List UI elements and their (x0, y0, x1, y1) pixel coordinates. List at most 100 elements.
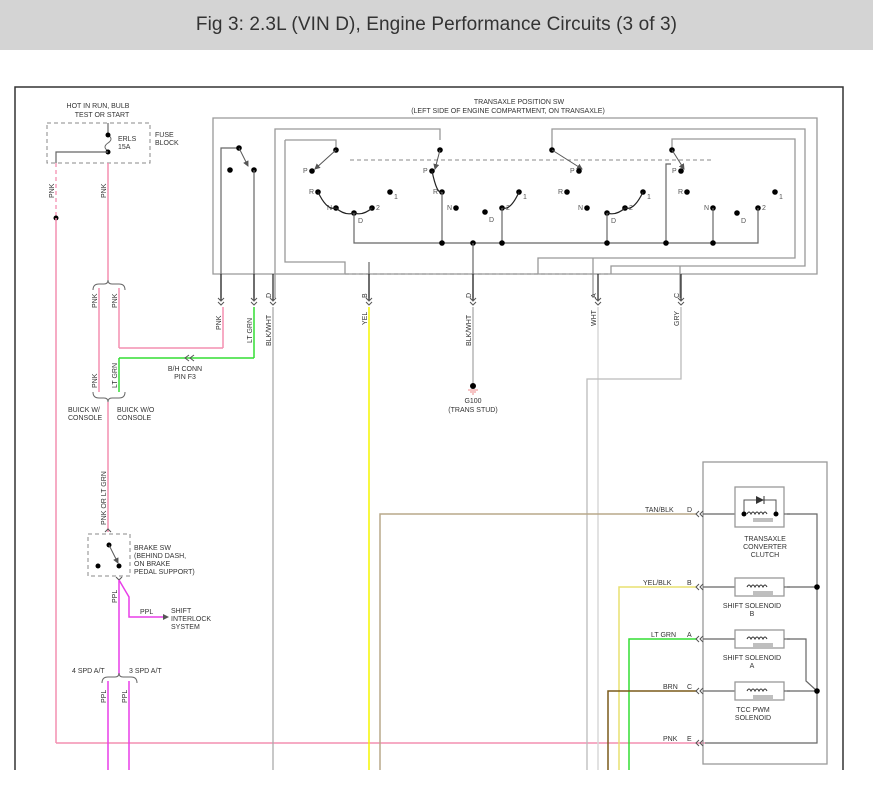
position-label-p: P (423, 168, 428, 175)
diode-icon (756, 496, 764, 504)
contact-1 (387, 189, 393, 195)
position-label-d: D (489, 217, 494, 224)
pin-label-d-left: D (266, 293, 273, 298)
sol-pin-e: E (687, 736, 692, 743)
contact-link (317, 191, 337, 210)
wire-label-lt-grn-2: LT GRN (112, 363, 119, 388)
position-label-n: N (327, 205, 332, 212)
spd4-label: 4 SPD A/T (72, 668, 105, 675)
contact-d (734, 210, 740, 216)
buick-w-console-2: CONSOLE (68, 415, 103, 422)
connector-icon (677, 297, 685, 306)
position-label-d: D (358, 218, 363, 225)
position-label-1: 1 (394, 194, 398, 201)
solenoid-3 (695, 629, 790, 649)
tcc-pwm-label-2: SOLENOID (735, 715, 771, 722)
switch-arm (314, 149, 337, 170)
contact-p (576, 168, 582, 174)
transaxle-position-switch: TRANSAXLE POSITION SW (LEFT SIDE OF ENGI… (212, 99, 818, 298)
shift-a-label-1: SHIFT SOLENOID (723, 655, 781, 662)
transaxle-sw-subtitle: (LEFT SIDE OF ENGINE COMPARTMENT, ON TRA… (411, 108, 605, 115)
coil-icon (746, 688, 768, 693)
shift-b-label-2: B (750, 611, 755, 618)
position-label-r: R (678, 189, 683, 196)
connector-icon (469, 297, 477, 306)
wire-label-pnk-2: PNK (101, 183, 108, 198)
transaxle-sw-outline (212, 117, 818, 275)
pin-label-b: B (362, 293, 369, 298)
brake-sw-label-4: PEDAL SUPPORT) (134, 569, 195, 576)
bh-conn-label-1: B/H CONN (168, 366, 202, 373)
junction-dot (499, 240, 505, 246)
connector-icon (594, 297, 602, 306)
position-label-r: R (433, 189, 438, 196)
p-return (665, 163, 671, 243)
contact-link (606, 207, 626, 215)
wire-label-pnk-sol: PNK (663, 736, 678, 743)
common-bus (353, 208, 759, 244)
brn-wire (607, 690, 697, 770)
position-label-d: D (611, 218, 616, 225)
fuse-block-label-1: FUSE (155, 132, 174, 139)
lt-grn-sol-wire (628, 638, 697, 770)
contact-link (431, 170, 443, 193)
fuse-rating: 15A (118, 144, 131, 151)
connector-icon (695, 510, 704, 518)
shift-interlock-1: SHIFT (171, 608, 192, 615)
brake-sw-label-3: ON BRAKE (134, 561, 171, 568)
bh-conn-label-2: PIN F3 (174, 374, 196, 381)
contact-link (501, 191, 520, 210)
pin-label-d-mid: D (466, 293, 473, 298)
contact-1 (772, 189, 778, 195)
fuse-block-outline (46, 122, 151, 164)
wire-label-blk-wht-1: BLK/WHT (266, 314, 273, 346)
position-label-2: 2 (629, 205, 633, 212)
junction-dot (710, 240, 716, 246)
sol-pin-b: B (687, 580, 692, 587)
position-label-r: R (558, 189, 563, 196)
connector-icon (250, 297, 258, 306)
wire-label-ppl-4: PPL (122, 690, 129, 703)
fuse-heading-2: TEST OR START (75, 112, 130, 119)
wire-label-pnk-5: PNK (92, 373, 99, 388)
figure-title: Fig 3: 2.3L (VIN D), Engine Performance … (195, 14, 678, 35)
pin-label-c: C (674, 293, 681, 298)
wire-label-ppl-1: PPL (140, 609, 153, 616)
fuse-block-label-2: BLOCK (155, 140, 179, 147)
contact-n (453, 205, 459, 211)
connector-icon (695, 583, 704, 591)
switch-connectors (217, 274, 685, 306)
contact-p (678, 168, 684, 174)
split-brace-bottom (92, 391, 126, 403)
solenoid-1 (695, 486, 790, 528)
wire-label-lt-grn-1: LT GRN (247, 318, 254, 343)
connector-icon (365, 297, 373, 306)
wire-label-brn: BRN (663, 684, 678, 691)
shift-a-label-2: A (750, 663, 755, 670)
fuse-heading-1: HOT IN RUN, BULB (67, 103, 130, 110)
solenoid-2 (695, 577, 790, 597)
wire-label-blk-wht-2: BLK/WHT (466, 314, 473, 346)
shift-b-label-1: SHIFT SOLENOID (723, 603, 781, 610)
bh-connector-icon (184, 354, 195, 362)
coil-icon (746, 584, 768, 589)
wire-label-pnk-6: PNK (216, 315, 223, 330)
contact-link (335, 207, 355, 215)
sol-pin-a: A (687, 632, 692, 639)
solenoids (695, 486, 790, 747)
contact-d (482, 209, 488, 215)
wire-label-pnk-3: PNK (92, 293, 99, 308)
tcc-label-1: TRANSAXLE (744, 536, 786, 543)
position-label-2: 2 (506, 205, 510, 212)
wire-label-lt-grn-sol: LT GRN (651, 632, 676, 639)
position-label-2: 2 (376, 205, 380, 212)
junction-dot (663, 240, 669, 246)
position-label-n: N (704, 205, 709, 212)
position-label-p: P (672, 168, 677, 175)
position-label-d: D (741, 218, 746, 225)
